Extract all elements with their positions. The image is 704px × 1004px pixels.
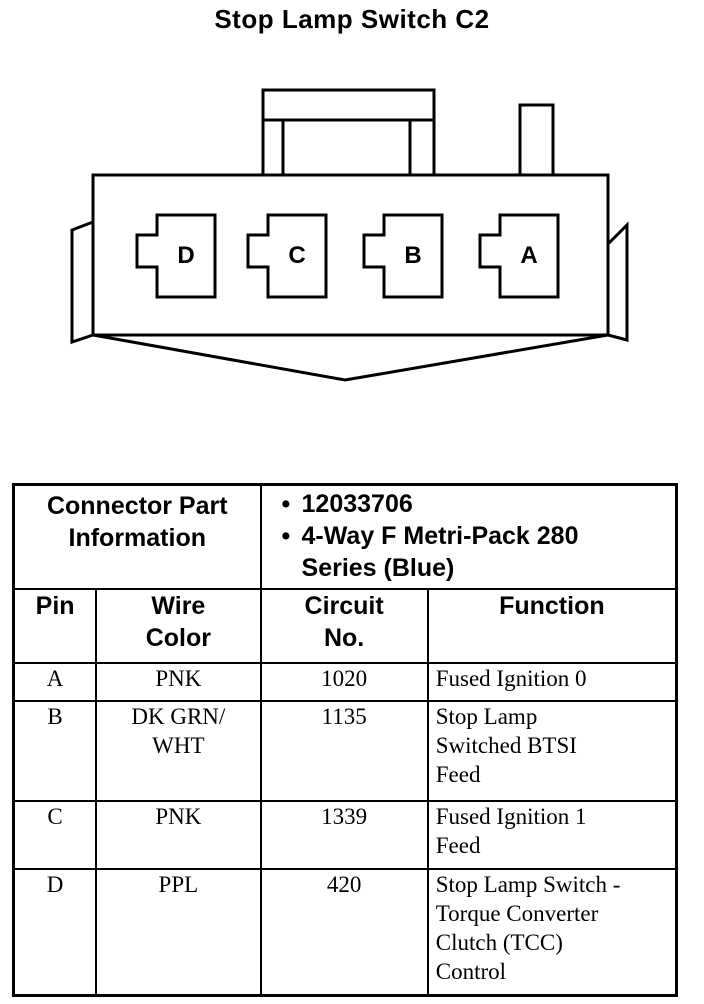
part-info-label: Connector Part Information <box>12 483 262 590</box>
connector-latch <box>261 88 436 175</box>
pin-cell: B <box>12 700 98 802</box>
connector-bottom-chevron <box>92 333 609 382</box>
circuit-cell: 1135 <box>259 700 429 802</box>
table-row: A PNK 1020 Fused Ignition 0 <box>12 662 678 702</box>
connector-key-tab <box>518 103 555 175</box>
part-info-list: •12033706 •4-Way F Metri-Pack 280 Series… <box>259 483 678 590</box>
wire-color-cell: PNK <box>95 800 262 870</box>
connector-left-lock <box>70 220 94 345</box>
function-cell: Fused Ignition 1 Feed <box>426 800 678 870</box>
pin-cell: C <box>12 800 98 870</box>
cavity-label: A <box>520 242 537 269</box>
terminal-cavity-c <box>246 213 328 299</box>
table-row: D PPL 420 Stop Lamp Switch - Torque Conv… <box>12 868 678 996</box>
terminal-cavity-b <box>362 213 444 299</box>
connector-right-lock <box>606 221 629 342</box>
page-title: Stop Lamp Switch C2 <box>214 4 490 34</box>
table-row: B DK GRN/ WHT 1135 Stop Lamp Switched BT… <box>12 700 678 802</box>
circuit-cell: 1020 <box>259 662 429 702</box>
part-info-row: Connector Part Information •12033706 •4-… <box>12 483 678 590</box>
connector-body <box>91 173 610 337</box>
terminal-cavity-d <box>135 213 217 299</box>
function-cell: Fused Ignition 0 <box>426 662 678 702</box>
function-cell: Stop Lamp Switch - Torque Converter Clut… <box>426 868 678 996</box>
cavity-label: D <box>177 242 194 269</box>
terminal-cavity-a <box>478 213 560 299</box>
function-cell: Stop Lamp Switched BTSI Feed <box>426 700 678 802</box>
wire-color-cell: PNK <box>95 662 262 702</box>
pin-cell: A <box>12 662 98 702</box>
wire-color-cell: PPL <box>95 868 262 996</box>
col-header-function: Function <box>426 588 678 664</box>
circuit-cell: 1339 <box>259 800 429 870</box>
col-header-circuit-no: Circuit No. <box>259 588 429 664</box>
wire-color-cell: DK GRN/ WHT <box>95 700 262 802</box>
column-header-row: Pin Wire Color Circuit No. Function <box>12 588 678 664</box>
connector-spec-table: Connector Part Information •12033706 •4-… <box>12 483 678 997</box>
cavity-label: C <box>288 242 305 269</box>
col-header-pin: Pin <box>12 588 98 664</box>
table-row: C PNK 1339 Fused Ignition 1 Feed <box>12 800 678 870</box>
part-description: •4-Way F Metri-Pack 280 Series (Blue) <box>281 522 579 582</box>
circuit-cell: 420 <box>259 868 429 996</box>
cavity-label: B <box>404 242 421 269</box>
col-header-wire-color: Wire Color <box>95 588 262 664</box>
part-number: •12033706 <box>281 490 413 518</box>
pin-cell: D <box>12 868 98 996</box>
